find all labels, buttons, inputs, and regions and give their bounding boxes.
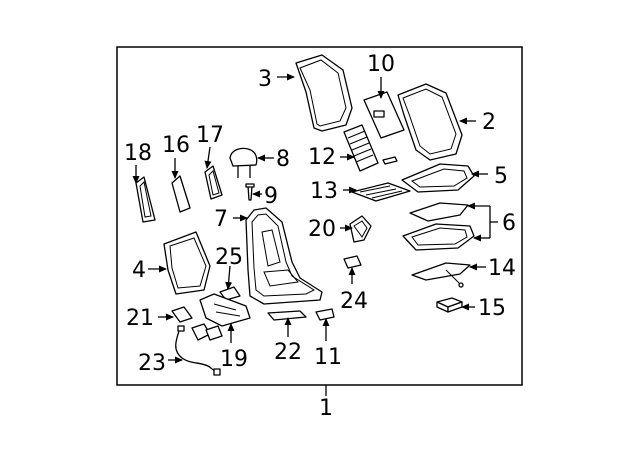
callout-6: 6 <box>502 211 516 236</box>
part-clip-small <box>382 156 398 165</box>
part-3-seatback-cover <box>295 54 353 132</box>
callout-24: 24 <box>340 289 368 314</box>
part-6-cushion-pad-lower <box>402 223 475 251</box>
callout-19: 19 <box>220 347 248 372</box>
part-23-wire-harness <box>175 325 221 376</box>
part-13-spring-mat <box>351 182 411 202</box>
callout-15: 15 <box>478 296 506 321</box>
callout-22: 22 <box>274 340 302 365</box>
callout-25: 25 <box>215 245 243 270</box>
part-22-rod <box>267 310 307 321</box>
callout-11: 11 <box>314 345 342 370</box>
callout-5: 5 <box>494 164 508 189</box>
callout-2: 2 <box>482 110 496 135</box>
callout-20: 20 <box>308 217 336 242</box>
callout-12: 12 <box>308 145 336 170</box>
part-2-seatback-cover <box>397 83 463 161</box>
callout-18: 18 <box>124 141 152 166</box>
callout-1: 1 <box>319 396 333 421</box>
diagram-frame <box>116 46 523 386</box>
callout-13: 13 <box>310 179 338 204</box>
part-7-seat-frame <box>245 207 323 305</box>
callout-17: 17 <box>196 123 224 148</box>
callout-8: 8 <box>276 147 290 172</box>
part-18-trim-panel <box>135 176 156 223</box>
part-17-trim-cover <box>204 165 223 200</box>
part-9-headrest-guide <box>245 183 255 201</box>
part-6-cushion-pad-upper <box>409 202 469 222</box>
part-16-trim-cover <box>171 175 191 213</box>
callout-9: 9 <box>264 184 278 209</box>
part-10-label-tag <box>363 91 405 139</box>
callout-23: 23 <box>138 351 166 376</box>
part-11-bracket <box>315 308 335 321</box>
part-20-bracket <box>349 215 372 243</box>
part-14-plate <box>411 262 471 288</box>
part-21-switch <box>171 306 193 323</box>
part-12-back-panel <box>343 124 379 172</box>
part-8-headrest <box>229 147 258 178</box>
callout-14: 14 <box>488 256 516 281</box>
callout-16: 16 <box>162 133 190 158</box>
callout-7: 7 <box>214 207 228 232</box>
part-5-cushion-cover <box>401 163 475 193</box>
callout-21: 21 <box>126 306 154 331</box>
callout-4: 4 <box>132 258 146 283</box>
part-24-handle <box>343 255 362 269</box>
callout-3: 3 <box>258 67 272 92</box>
part-4-back-panel <box>163 231 211 295</box>
part-19-side-shield <box>191 293 251 341</box>
part-15-module <box>436 297 463 313</box>
callout-10: 10 <box>367 52 395 77</box>
